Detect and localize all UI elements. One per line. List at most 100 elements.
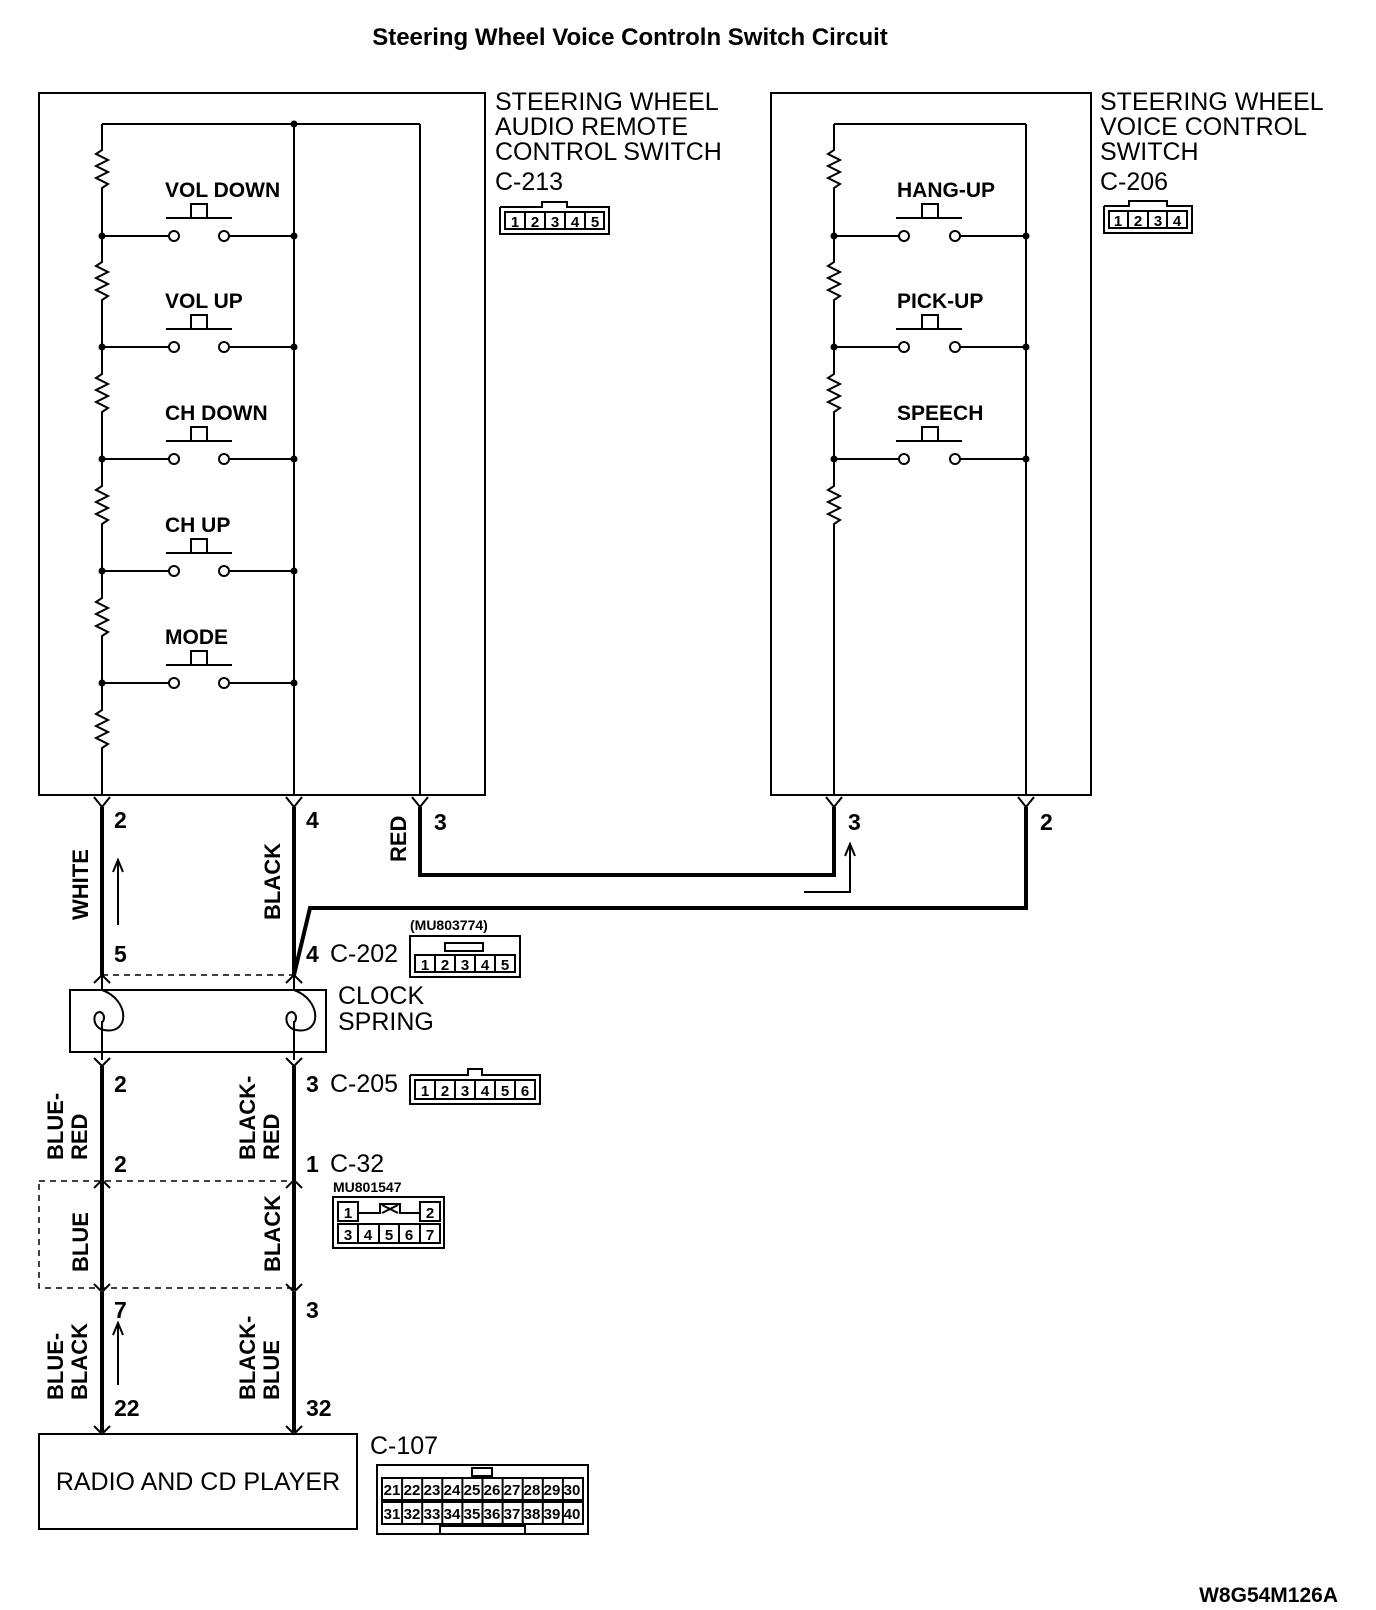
c202-pin-left: 5 [114, 941, 127, 967]
lower-pin-right-top: 3 [306, 1297, 319, 1323]
switch-mode: MODE [98, 626, 298, 689]
c202-pin: 2 [441, 957, 449, 974]
c107-pin: 23 [424, 1482, 441, 1499]
c107-pin: 33 [424, 1506, 441, 1523]
wire-label-black-blue-1: BLACK- [235, 1316, 260, 1400]
c205-connector-icon: 1 2 3 4 5 6 [409, 1068, 541, 1105]
c202-pin: 3 [461, 957, 469, 974]
c205-pin: 6 [521, 1083, 529, 1100]
footer-code: W8G54M126A [1199, 1584, 1338, 1607]
label-mode: MODE [165, 626, 228, 649]
c107-pin: 30 [564, 1482, 581, 1499]
c213-pin: 1 [511, 214, 519, 231]
c205-pin: 3 [461, 1083, 469, 1100]
c107-pin: 28 [524, 1482, 541, 1499]
c32-connector-icon: 1 2 3 4 5 6 7 [332, 1196, 445, 1249]
c213-pin: 3 [551, 214, 559, 231]
c213-pin: 2 [531, 214, 539, 231]
wire-label-black-red-2: RED [259, 1114, 284, 1160]
c202-pin: 4 [481, 957, 490, 974]
c32-pin: 5 [385, 1227, 393, 1244]
wire-label-black-blue-2: BLUE [259, 1340, 284, 1400]
clock-spring-label-1: CLOCK [338, 982, 424, 1010]
c202-name: C-202 [330, 940, 398, 968]
radio-cd-player: RADIO AND CD PLAYER [38, 1433, 358, 1530]
label-ch-down: CH DOWN [165, 402, 268, 425]
c213-connector-icon: 1 2 3 4 5 [499, 201, 610, 235]
c205-pin: 2 [441, 1083, 449, 1100]
c107-pin: 27 [504, 1482, 521, 1499]
clock-spring-label-2: SPRING [338, 1008, 434, 1036]
audio-switch-connector-id: C-213 [495, 168, 563, 196]
voice-switch-connector-id: C-206 [1100, 168, 1168, 196]
c205-name: C-205 [330, 1070, 398, 1098]
label-pick-up: PICK-UP [897, 290, 983, 313]
c107-pin: 38 [524, 1506, 541, 1523]
voice-pin-2: 2 [1040, 809, 1053, 835]
c206-pin: 4 [1173, 213, 1182, 230]
switch-ch-down: CH DOWN [98, 402, 298, 465]
label-hang-up: HANG-UP [897, 179, 995, 202]
wire-label-blue-red-2: RED [67, 1114, 92, 1160]
label-ch-up: CH UP [165, 514, 230, 537]
c205-pin: 5 [501, 1083, 509, 1100]
label-vol-up: VOL UP [165, 290, 243, 313]
c107-connector-icon: 21 22 23 24 25 26 27 28 29 30 31 32 33 3… [376, 1464, 589, 1535]
c107-pin: 34 [444, 1506, 461, 1523]
label-speech: SPEECH [897, 402, 983, 425]
c107-pin: 36 [484, 1506, 501, 1523]
c107-pin: 29 [544, 1482, 561, 1499]
audio-switch-name-1: STEERING WHEEL [495, 88, 719, 116]
lower-pin-right-bottom: 32 [306, 1395, 332, 1421]
c206-pin: 1 [1114, 213, 1122, 230]
audio-remote-switch: VOL DOWN VOL UP CH DOWN [38, 88, 722, 796]
c107-pin: 35 [464, 1506, 481, 1523]
upper-wires [100, 807, 1028, 976]
box-pin-markers [93, 796, 1035, 809]
voice-pin-3: 3 [848, 809, 861, 835]
c107-pin: 39 [544, 1506, 561, 1523]
c107-pin: 25 [464, 1482, 481, 1499]
wire-label-black-red-1: BLACK- [235, 1076, 260, 1160]
c107-pin: 26 [484, 1482, 501, 1499]
diagram-title: Steering Wheel Voice Controln Switch Cir… [372, 24, 888, 51]
lower-pin-left-top: 7 [114, 1297, 127, 1323]
c107-pin: 24 [444, 1482, 461, 1499]
c32-pin: 3 [344, 1227, 352, 1244]
c206-pin: 2 [1134, 213, 1142, 230]
lower-pin-left-bottom: 22 [114, 1395, 140, 1421]
audio-pin-3: 3 [434, 809, 447, 835]
c202-connector-icon: 1 2 3 4 5 [409, 935, 521, 978]
voice-switch-name-2: VOICE CONTROL [1100, 113, 1307, 141]
c32-pin: 1 [344, 1205, 352, 1222]
switch-ch-up: CH UP [98, 514, 298, 577]
c107-name: C-107 [370, 1432, 438, 1460]
c213-pin: 4 [571, 214, 580, 231]
radio-label: RADIO AND CD PLAYER [56, 1468, 340, 1496]
c202-pin: 5 [501, 957, 509, 974]
c202-pin-right: 4 [306, 941, 319, 967]
c202-pin: 1 [421, 957, 429, 974]
c213-pin: 5 [591, 214, 599, 231]
c32-name: C-32 [330, 1150, 384, 1178]
voice-switch-name-3: SWITCH [1100, 138, 1199, 166]
audio-switch-name-3: CONTROL SWITCH [495, 138, 722, 166]
c32-pin: 4 [364, 1227, 373, 1244]
clock-spring [69, 973, 327, 1068]
c107-pin: 32 [404, 1506, 421, 1523]
audio-switch-name-2: AUDIO REMOTE [495, 113, 688, 141]
switch-vol-up: VOL UP [98, 290, 298, 353]
c202-part-number: (MU803774) [410, 917, 488, 933]
c32-part-number: MU801547 [333, 1179, 402, 1195]
c205-pin-right: 3 [306, 1071, 319, 1097]
c205-pin: 4 [481, 1083, 490, 1100]
c107-pin: 40 [564, 1506, 581, 1523]
c32-pin: 2 [426, 1205, 434, 1222]
audio-pin-4: 4 [306, 807, 319, 833]
c206-pin: 3 [1154, 213, 1162, 230]
switch-hang-up: HANG-UP [830, 179, 1030, 242]
wire-label-blue: BLUE [68, 1212, 93, 1272]
c107-pin: 37 [504, 1506, 521, 1523]
c107-pin: 31 [384, 1506, 401, 1523]
